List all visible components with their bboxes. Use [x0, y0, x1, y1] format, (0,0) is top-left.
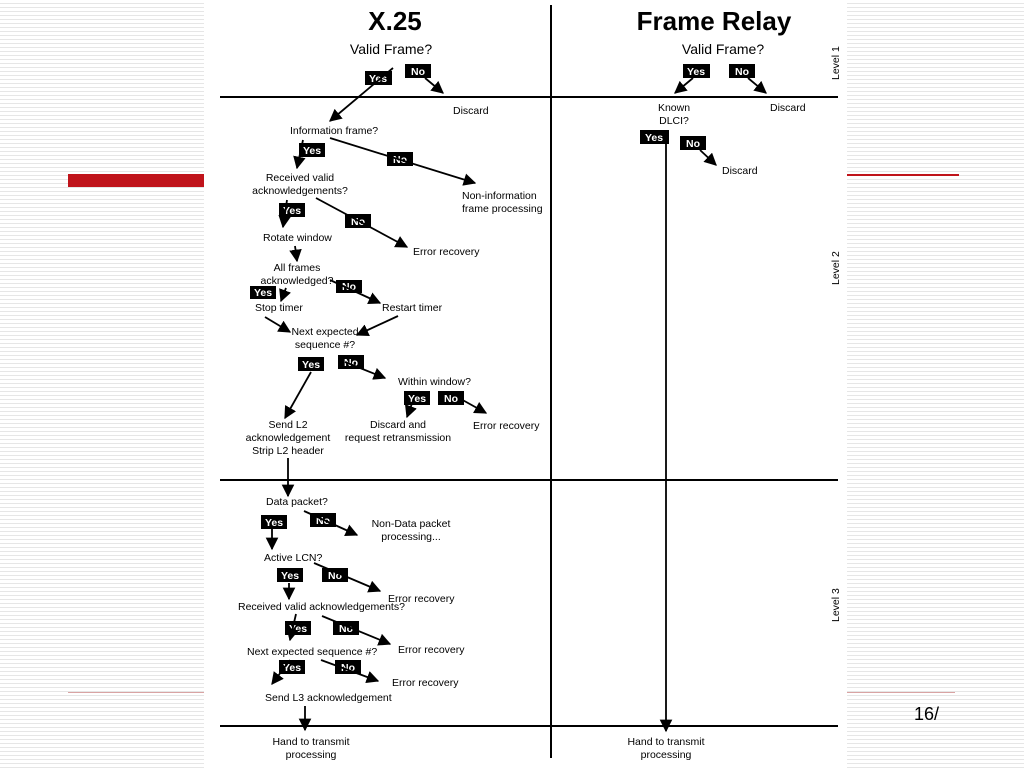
- level-1-label: Level 1: [830, 46, 842, 80]
- svg-text:Error recovery: Error recovery: [398, 644, 465, 656]
- svg-text:Yes: Yes: [254, 287, 272, 299]
- svg-text:processing: processing: [641, 749, 692, 761]
- svg-text:Yes: Yes: [408, 393, 426, 405]
- next-expected-l3-node: Next expected sequence #?: [247, 646, 377, 658]
- yes-tag: [298, 357, 324, 371]
- yes-tag: [683, 64, 710, 78]
- svg-text:Non-Data packet: Non-Data packet: [372, 518, 451, 530]
- yes-tag: [279, 660, 305, 674]
- x25-title: X.25: [368, 6, 422, 36]
- svg-text:Yes: Yes: [283, 205, 301, 217]
- fr-discard: Discard: [770, 102, 806, 114]
- no-tag: [729, 64, 755, 78]
- svg-text:No: No: [735, 66, 749, 78]
- yes-tag: [277, 568, 303, 582]
- svg-text:Yes: Yes: [283, 662, 301, 674]
- left-stripe-background: [0, 0, 204, 768]
- yes-tag: [299, 143, 325, 157]
- received-valid-l3-node: Received valid acknowledgements?: [238, 601, 405, 613]
- svg-text:Strip L2 header: Strip L2 header: [252, 445, 324, 457]
- no-tag: [335, 660, 361, 674]
- svg-text:Non-information: Non-information: [462, 190, 537, 202]
- level-2-label: Level 2: [830, 251, 842, 285]
- send-l3-ack-node: Send L3 acknowledgement: [265, 692, 392, 704]
- svg-text:frame processing: frame processing: [462, 203, 543, 215]
- svg-text:Yes: Yes: [303, 145, 321, 157]
- no-tag: [338, 355, 364, 369]
- svg-text:sequence #?: sequence #?: [295, 339, 355, 351]
- svg-text:No: No: [339, 623, 353, 635]
- svg-text:Yes: Yes: [302, 359, 320, 371]
- red-accent-bar-left: [68, 174, 204, 187]
- svg-text:Error recovery: Error recovery: [388, 593, 455, 605]
- restart-timer-node: Restart timer: [382, 302, 443, 314]
- x25-discard: Discard: [453, 105, 489, 117]
- level-3-label: Level 3: [830, 588, 842, 622]
- x25-valid-frame: Valid Frame?: [350, 41, 432, 57]
- yes-tag: [404, 391, 430, 405]
- svg-text:acknowledgements?: acknowledgements?: [252, 185, 348, 197]
- data-packet-node: Data packet?: [266, 496, 328, 508]
- fr-valid-frame: Valid Frame?: [682, 41, 764, 57]
- information-frame-node: Information frame?: [290, 125, 378, 137]
- svg-text:All frames: All frames: [274, 262, 321, 274]
- stop-timer-node: Stop timer: [255, 302, 303, 314]
- fr-discard-dlci: Discard: [722, 165, 758, 177]
- no-tag: [680, 136, 706, 150]
- svg-text:DLCI?: DLCI?: [659, 115, 689, 127]
- svg-text:Hand to transmit: Hand to transmit: [272, 736, 349, 748]
- page-number: 16/: [914, 704, 940, 724]
- svg-text:Yes: Yes: [265, 517, 283, 529]
- red-accent-bar-right: [847, 174, 959, 176]
- svg-text:Yes: Yes: [281, 570, 299, 582]
- no-tag: [322, 568, 348, 582]
- svg-text:Yes: Yes: [687, 66, 705, 78]
- within-window-node: Within window?: [398, 376, 471, 388]
- svg-text:processing: processing: [286, 749, 337, 761]
- footer-rule-right: [847, 692, 955, 693]
- right-stripe-background: [847, 0, 1024, 768]
- active-lcn-node: Active LCN?: [264, 552, 323, 564]
- svg-text:No: No: [686, 138, 700, 150]
- svg-text:request retransmission: request retransmission: [345, 432, 451, 444]
- no-tag: [438, 391, 464, 405]
- svg-text:No: No: [411, 66, 425, 78]
- svg-text:Hand to transmit: Hand to transmit: [627, 736, 704, 748]
- svg-text:Known: Known: [658, 102, 690, 114]
- grid-lines: [220, 5, 838, 758]
- svg-text:acknowledgement: acknowledgement: [246, 432, 331, 444]
- rotate-window-node: Rotate window: [263, 232, 332, 244]
- svg-text:acknowledged?: acknowledged?: [261, 275, 334, 287]
- no-tag: [333, 621, 359, 635]
- svg-text:Yes: Yes: [645, 132, 663, 144]
- frame-relay-title: Frame Relay: [637, 6, 792, 36]
- no-tag: [405, 64, 431, 78]
- no-tag: [336, 280, 362, 293]
- svg-text:No: No: [444, 393, 458, 405]
- svg-text:Discard and: Discard and: [370, 419, 426, 431]
- x25-frame-relay-flowchart: X.25 Frame Relay Valid Frame? Valid Fram…: [204, 0, 847, 768]
- footer-rule-left: [68, 692, 204, 693]
- svg-text:Received valid: Received valid: [266, 172, 334, 184]
- yes-tag: [250, 286, 276, 299]
- svg-text:Send L2: Send L2: [268, 419, 307, 431]
- svg-text:Error recovery: Error recovery: [413, 246, 480, 258]
- svg-text:Next expected: Next expected: [291, 326, 358, 338]
- svg-text:Error recovery: Error recovery: [473, 420, 540, 432]
- yes-tag: [640, 130, 669, 144]
- svg-text:Error recovery: Error recovery: [392, 677, 459, 689]
- yes-tag: [261, 515, 287, 529]
- svg-text:processing...: processing...: [381, 531, 441, 543]
